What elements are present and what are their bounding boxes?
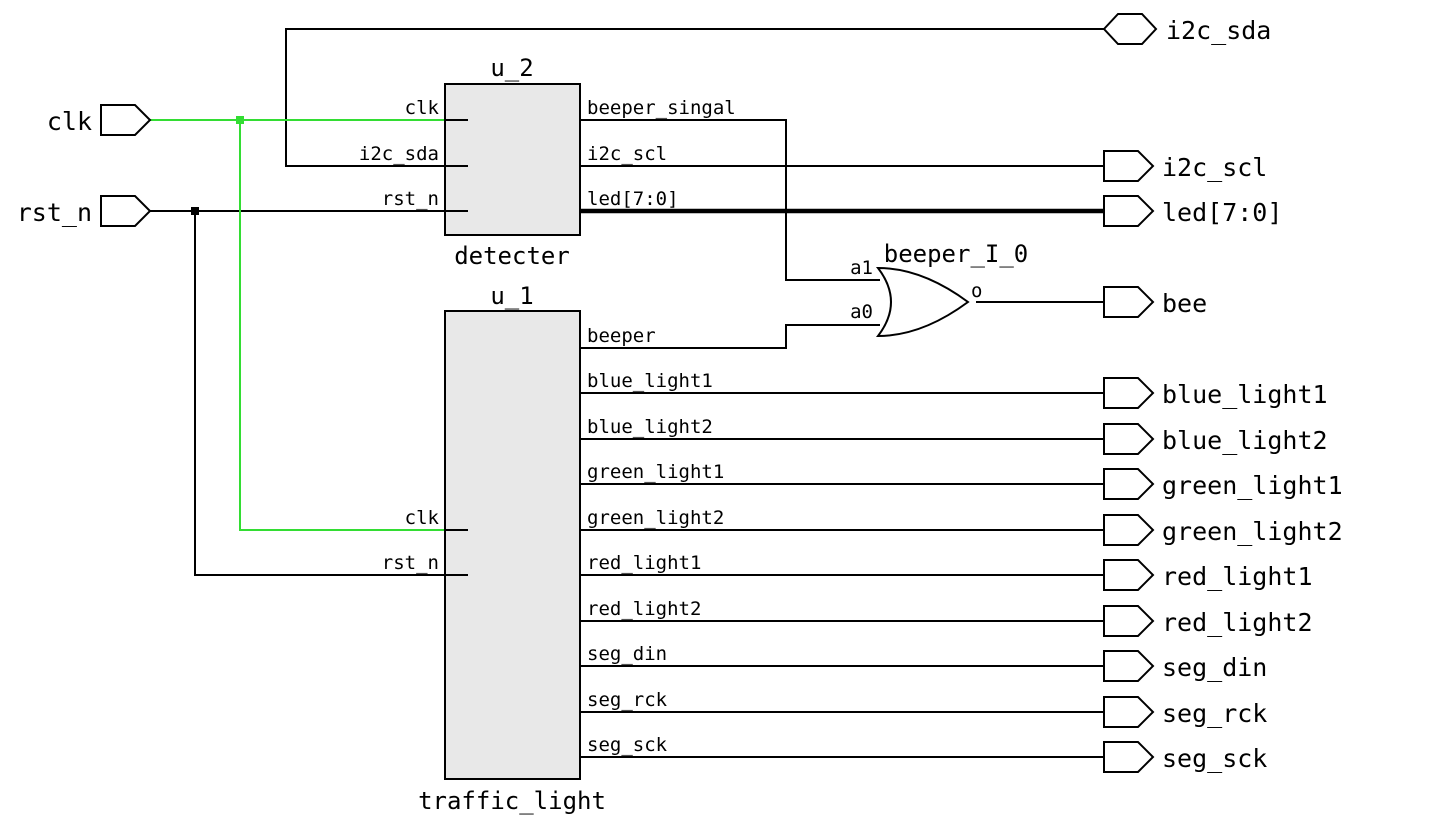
pin-label-u1-red-light1: red_light1 [587, 552, 701, 574]
port-shape [1103, 741, 1155, 773]
output-port-green-light2[interactable]: green_light2 [1103, 514, 1343, 546]
port-label-green-light2: green_light2 [1162, 517, 1343, 546]
output-port-led[interactable]: led[7:0] [1103, 195, 1282, 227]
gate-pin-a0: a0 [850, 301, 873, 323]
u1-output-nets [557, 392, 1104, 758]
port-label-bee: bee [1162, 289, 1207, 318]
net-clk[interactable] [150, 116, 468, 531]
pin-label-u1-seg-sck: seg_sck [587, 734, 668, 756]
pin-label-u1-blue-light2: blue_light2 [587, 416, 713, 438]
port-label-seg-rck: seg_rck [1162, 699, 1267, 728]
port-label-green-light1: green_light1 [1162, 471, 1343, 500]
output-port-red-light2[interactable]: red_light2 [1103, 605, 1313, 637]
gate-instance-name: beeper_I_0 [884, 240, 1029, 268]
module-name-detecter: detecter [454, 242, 570, 270]
wires [150, 28, 1104, 758]
module-name-traffic-light: traffic_light [418, 787, 606, 815]
port-label-i2c-scl: i2c_scl [1162, 153, 1267, 182]
pin-label-u1-red-light2: red_light2 [587, 598, 701, 620]
port-shape [1103, 423, 1155, 455]
net-rst-n-branch[interactable] [194, 211, 468, 576]
output-port-seg-sck[interactable]: seg_sck [1103, 741, 1267, 773]
pin-label-u2-rst-n: rst_n [382, 188, 439, 210]
pin-label-u2-i2c-sda: i2c_sda [359, 143, 439, 165]
pin-label-u1-blue-light1: blue_light1 [587, 370, 713, 392]
output-port-i2c-scl[interactable]: i2c_scl [1103, 150, 1267, 182]
pin-label-u1-green-light2: green_light2 [587, 507, 724, 529]
input-port-clk[interactable]: clk [47, 104, 152, 136]
pin-label-u1-seg-din: seg_din [587, 643, 667, 665]
port-label-seg-sck: seg_sck [1162, 744, 1267, 773]
pin-label-u2-i2c-scl: i2c_scl [587, 143, 667, 165]
port-label-clk: clk [47, 107, 92, 136]
port-shape [1103, 559, 1155, 591]
net-i2c-sda[interactable] [285, 28, 1104, 167]
or-gate-body [875, 266, 970, 338]
junction-rst-n [191, 207, 199, 215]
output-port-seg-rck[interactable]: seg_rck [1103, 696, 1267, 728]
pin-label-u1-rst-n: rst_n [382, 552, 439, 574]
port-label-rst-n: rst_n [17, 198, 92, 227]
port-label-led: led[7:0] [1162, 198, 1282, 227]
gate-pin-o: o [971, 280, 982, 302]
output-port-green-light1[interactable]: green_light1 [1103, 468, 1343, 500]
u1-output-ports: blue_light1 blue_light2 green_light1 green_… [1103, 377, 1343, 773]
pin-label-u1-green-light1: green_light1 [587, 461, 724, 483]
port-label-blue-light1: blue_light1 [1162, 380, 1328, 409]
port-label-i2c-sda: i2c_sda [1166, 16, 1271, 45]
output-port-red-light1[interactable]: red_light1 [1103, 559, 1313, 591]
block-u1-traffic-light[interactable]: u_1 clk rst_n beeper blue_light1 blue_li… [382, 282, 724, 815]
port-label-red-light2: red_light2 [1162, 608, 1313, 637]
output-port-seg-din[interactable]: seg_din [1103, 650, 1267, 682]
gate-pin-a1: a1 [850, 257, 873, 279]
pin-label-u1-clk: clk [405, 507, 440, 529]
port-shape [1103, 696, 1155, 728]
output-port-bee[interactable]: bee [1103, 286, 1207, 318]
pin-label-u2-beeper-singal: beeper_singal [587, 97, 736, 119]
port-shape [1103, 605, 1155, 637]
port-label-blue-light2: blue_light2 [1162, 426, 1328, 455]
output-port-blue-light1[interactable]: blue_light1 [1103, 377, 1328, 409]
bidir-port-i2c-sda[interactable]: i2c_sda [1102, 13, 1271, 45]
pin-label-u2-clk: clk [405, 97, 440, 119]
port-label-red-light1: red_light1 [1162, 562, 1313, 591]
net-beeper[interactable] [557, 324, 880, 349]
or-gate-beeper-i-0[interactable]: beeper_I_0 a1 a0 o [850, 240, 1029, 338]
instance-name-u2: u_2 [490, 54, 533, 82]
block-u2-detecter[interactable]: u_2 clk i2c_sda rst_n beeper_singal i2c_… [359, 54, 736, 270]
port-shape [1103, 650, 1155, 682]
instance-name-u1: u_1 [490, 282, 533, 310]
pin-label-u1-seg-rck: seg_rck [587, 689, 668, 711]
pin-label-u2-led: led[7:0] [587, 188, 679, 210]
port-label-seg-din: seg_din [1162, 653, 1267, 682]
output-port-blue-light2[interactable]: blue_light2 [1103, 423, 1328, 455]
port-shape [1103, 514, 1155, 546]
port-shape [1103, 377, 1155, 409]
net-beeper-singal[interactable] [557, 119, 880, 281]
port-shape [1103, 468, 1155, 500]
pin-label-u1-beeper: beeper [587, 325, 656, 347]
input-port-rst-n[interactable]: rst_n [17, 195, 152, 227]
junction-clk [236, 116, 244, 124]
